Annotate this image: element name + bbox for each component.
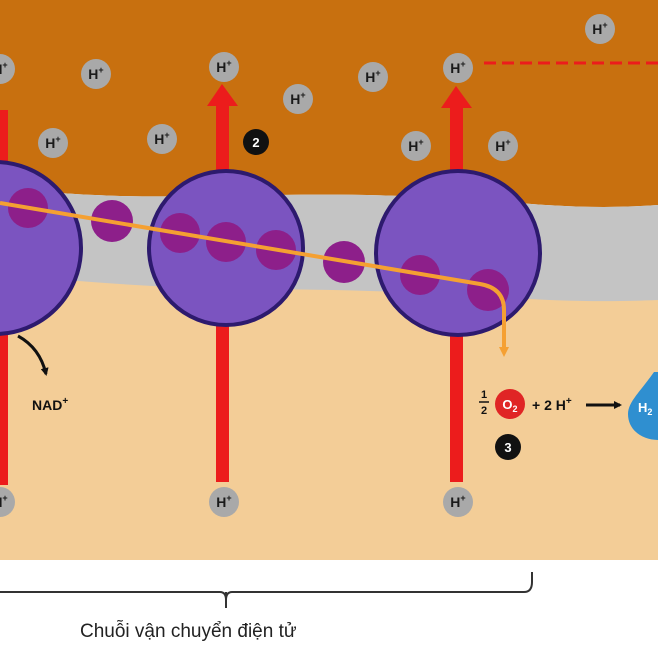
proton-ion: H+ — [38, 128, 68, 158]
svg-text:H+: H+ — [365, 68, 380, 85]
svg-text:H+: H+ — [0, 493, 8, 510]
complex-iv — [374, 169, 542, 337]
svg-text:H+: H+ — [0, 60, 8, 77]
svg-text:H+: H+ — [450, 493, 465, 510]
proton-ion: H+ — [81, 59, 111, 89]
svg-text:H+: H+ — [154, 130, 169, 147]
svg-text:2: 2 — [252, 135, 259, 150]
proton-ion: H+ — [443, 53, 473, 83]
proton-ion: H+ — [401, 131, 431, 161]
svg-text:H+: H+ — [408, 137, 423, 154]
svg-text:H+: H+ — [450, 59, 465, 76]
proton-ion: H+ — [443, 487, 473, 517]
svg-text:2: 2 — [481, 405, 487, 417]
nad-arrow — [17, 334, 49, 376]
svg-text:H+: H+ — [495, 137, 510, 154]
proton-ions-intermembrane: H+ H+ H+ H+ H+ H+ H+ H+ H+ H+ H+ — [0, 14, 615, 161]
oxygen-molecule — [495, 389, 525, 419]
proton-ion: H+ — [0, 487, 15, 517]
two-h-plus-label: + 2 H+ — [532, 396, 572, 413]
proton-ion: H+ — [209, 487, 239, 517]
svg-text:H+: H+ — [216, 58, 231, 75]
carrier — [467, 269, 509, 311]
svg-text:H+: H+ — [290, 90, 305, 107]
svg-text:H+: H+ — [88, 65, 103, 82]
proton-ion: H+ — [209, 52, 239, 82]
caption: Chuỗi vận chuyển điện tử — [80, 620, 297, 642]
proton-ion: H+ — [585, 14, 615, 44]
svg-text:H+: H+ — [45, 134, 60, 151]
svg-text:H2: H2 — [638, 400, 652, 417]
proton-ion: H+ — [0, 54, 15, 84]
water-drop — [628, 372, 658, 440]
svg-text:H+: H+ — [592, 20, 607, 37]
intermembrane-space — [0, 0, 658, 207]
electron-path — [0, 201, 509, 357]
proton-ion: H+ — [488, 131, 518, 161]
proton-ions-matrix: H+ H+ H+ — [0, 487, 473, 517]
proton-ion: H+ — [283, 84, 313, 114]
chain-bracket — [0, 572, 533, 601]
proton-ion: H+ — [358, 62, 388, 92]
step-2-badge: 2 — [243, 129, 269, 155]
nad-label: NAD+ — [32, 396, 68, 413]
svg-text:O2: O2 — [502, 397, 517, 414]
proton-ion: H+ — [147, 124, 177, 154]
oxygen-reaction: 1 2 O2 + 2 H+ H2 — [479, 372, 658, 440]
svg-text:1: 1 — [481, 389, 487, 401]
step-3-badge: 3 — [495, 434, 521, 460]
svg-text:3: 3 — [504, 440, 511, 455]
svg-text:H+: H+ — [216, 493, 231, 510]
